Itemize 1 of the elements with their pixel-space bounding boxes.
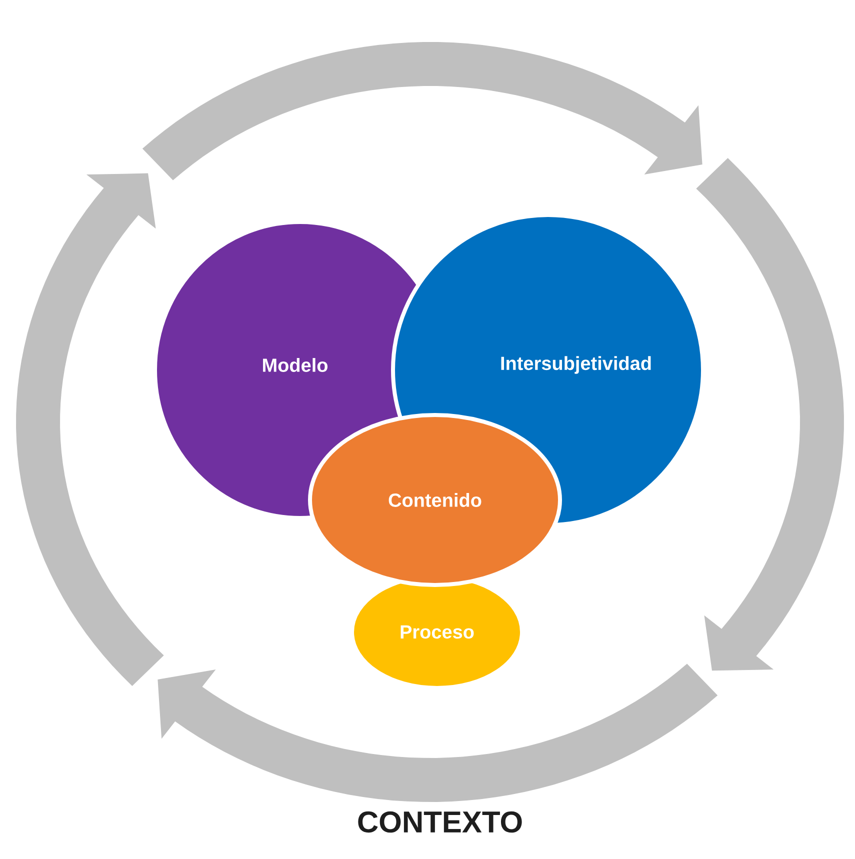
context-label: CONTEXTO: [358, 811, 522, 833]
